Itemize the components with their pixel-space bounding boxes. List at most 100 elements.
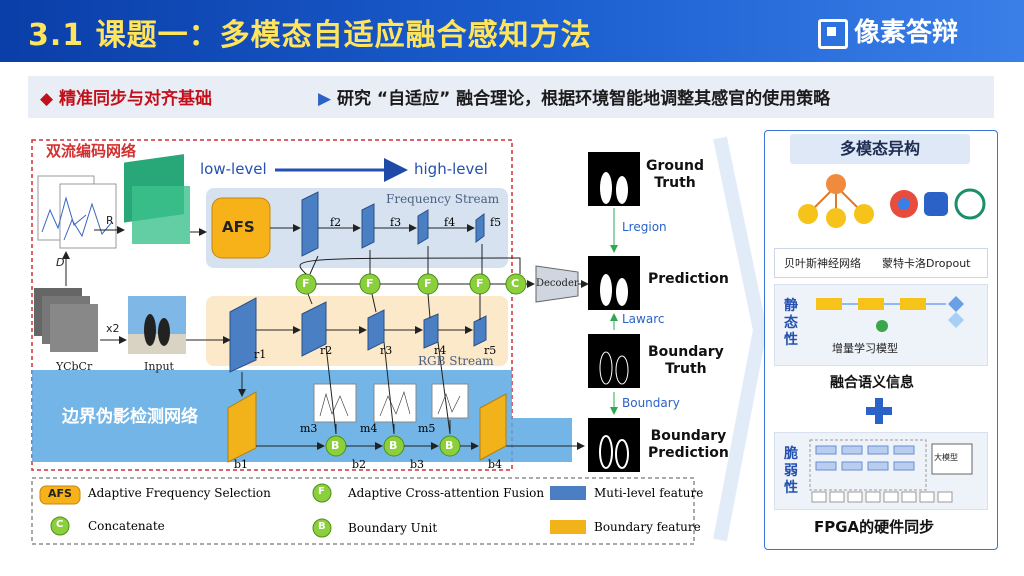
legend-acf-swatch: [312, 483, 332, 503]
b-node-label: b1: [234, 458, 249, 471]
legend-multi-swatch: [550, 486, 586, 500]
prediction-label: Prediction: [648, 271, 729, 287]
incremental-graphic: [816, 296, 964, 332]
input-image: [128, 296, 186, 354]
b-node-label: b2: [352, 458, 367, 471]
rgb-stream-label: RGB Stream: [418, 354, 494, 368]
ground-truth-label: Ground Truth: [646, 158, 704, 191]
r-node-label: r5: [484, 344, 497, 357]
boundary-unit-letter: B: [445, 439, 454, 452]
fusion-node-letter: F: [366, 277, 374, 290]
d-label: D: [56, 256, 65, 269]
boundary-loss-label: Boundary: [622, 396, 680, 410]
concat-node-letter: C: [511, 277, 520, 290]
low-level-label: low-level: [200, 160, 267, 178]
ycbcr-label: YCbCr: [56, 360, 93, 373]
edge-sketches: [319, 391, 461, 417]
legend-acf-text: Adaptive Cross-attention Fusion: [348, 486, 545, 500]
high-level-label: high-level: [414, 160, 488, 178]
band-text: 研究 “自适应” 融合理论，根据环境智能地调整其感官的使用策略: [337, 89, 831, 109]
legend-afs-tag: AFS: [48, 487, 72, 500]
fusion-node-letter: F: [476, 277, 484, 290]
frequency-feature-blocks: [301, 191, 485, 257]
boundary-network-label: 边界伪影检测网络: [62, 407, 198, 427]
fusion-node-letter: F: [424, 277, 432, 290]
legend-concat-text: Concatenate: [88, 519, 165, 533]
b-node-label: b4: [488, 458, 503, 471]
boundary-truth-image: [588, 334, 640, 388]
legend-acf-letter: F: [318, 486, 325, 497]
m-node-label: m5: [418, 422, 436, 435]
boundary-unit-letter: B: [331, 439, 340, 452]
subtitle-band: ◆ 精准同步与对齐基础 ▶ 研究 “自适应” 融合理论，根据环境智能地调整其感官…: [28, 76, 994, 118]
chevron-divider: [713, 136, 768, 542]
plus-icon: [866, 398, 892, 424]
legend-frame: [31, 477, 695, 545]
m-node-label: m4: [360, 422, 378, 435]
rgb-stream-bg: [206, 296, 508, 366]
afs-label: AFS: [222, 218, 255, 236]
x2-label: x2: [106, 322, 120, 335]
f-node-label: f2: [330, 216, 342, 229]
band-value: ▶ 研究 “自适应” 融合理论，根据环境智能地调整其感官的使用策略: [318, 84, 830, 109]
boundary-prediction-label: Boundary Prediction: [648, 428, 729, 461]
boundary-prediction-image: [588, 418, 640, 472]
r-label: R: [106, 214, 114, 227]
bayes-label: 贝叶斯神经网络: [784, 257, 861, 270]
header-bar: 3.1 课题一：多模态自适应融合感知方法 像素答辩: [0, 0, 1024, 62]
legend-bu-letter: B: [318, 521, 326, 532]
boundary-unit-letter: B: [389, 439, 398, 452]
browser-icons: [890, 188, 986, 220]
legend-afs-text: Adaptive Frequency Selection: [88, 486, 271, 500]
logo-text: 像素答辩: [854, 18, 959, 48]
panel-labels-row: [774, 248, 988, 278]
arrow-right-icon: ▶: [318, 89, 332, 109]
f-node-label: f3: [390, 216, 402, 229]
fragile-label: 脆 弱 性: [784, 446, 798, 496]
r-node-label: r3: [380, 344, 393, 357]
fpga-graphic: [809, 439, 973, 503]
brand-logo: 像素答辩: [818, 12, 958, 49]
legend-multi-text: Muti-level feature: [594, 486, 704, 500]
legend-bf-text: Boundary feature: [594, 520, 701, 534]
ground-truth-image: [588, 152, 640, 206]
prediction-image: [588, 256, 640, 310]
panel-top-graphics: [798, 174, 986, 228]
boundary-network-bg-ext: [512, 418, 572, 462]
input-label: Input: [144, 360, 174, 373]
dual-stream-frame: [31, 139, 513, 471]
page-title: 3.1 课题一：多模态自适应融合感知方法: [28, 18, 592, 53]
legend-bu-text: Boundary Unit: [348, 521, 438, 535]
logo-icon: [818, 18, 848, 49]
edge-maps: [313, 383, 469, 423]
dct-cubes: [124, 154, 190, 244]
band-key: ◆ 精准同步与对齐基础: [40, 89, 212, 109]
r-node-label: r1: [254, 348, 267, 361]
fusion-node-letter: F: [302, 277, 310, 290]
mc-dropout-label: 蒙特卡洛Dropout: [882, 257, 971, 270]
incremental-label: 增量学习模型: [832, 342, 898, 355]
b-node-label: b3: [410, 458, 425, 471]
lawarc-label: Lawarc: [622, 312, 665, 326]
boundary-truth-label: Boundary Truth: [648, 344, 724, 377]
panel-title: 多模态异构: [790, 134, 970, 164]
legend-afs-swatch: [39, 485, 81, 505]
static-label: 静 态 性: [784, 298, 798, 348]
fpga-label: FPGA的硬件同步: [814, 518, 935, 536]
f-node-label: f5: [490, 216, 502, 229]
r-node-label: r4: [434, 344, 447, 357]
decoder-label: Decoder: [536, 278, 579, 289]
bayes-network-icon: [798, 174, 874, 228]
frequency-stream-label: Frequency Stream: [386, 192, 500, 206]
rgb-feature-blocks: [229, 297, 487, 373]
decoder-block: [535, 265, 579, 303]
legend-bf-swatch: [550, 520, 586, 534]
legend-concat-letter: C: [56, 519, 64, 530]
dual-stream-label: 双流编码网络: [46, 142, 137, 160]
lregion-label: Lregion: [622, 220, 667, 234]
legend-bu-swatch: [312, 518, 332, 538]
ycbcr-stack: [34, 288, 98, 352]
f-node-label: f4: [444, 216, 456, 229]
r-node-label: r2: [320, 344, 333, 357]
